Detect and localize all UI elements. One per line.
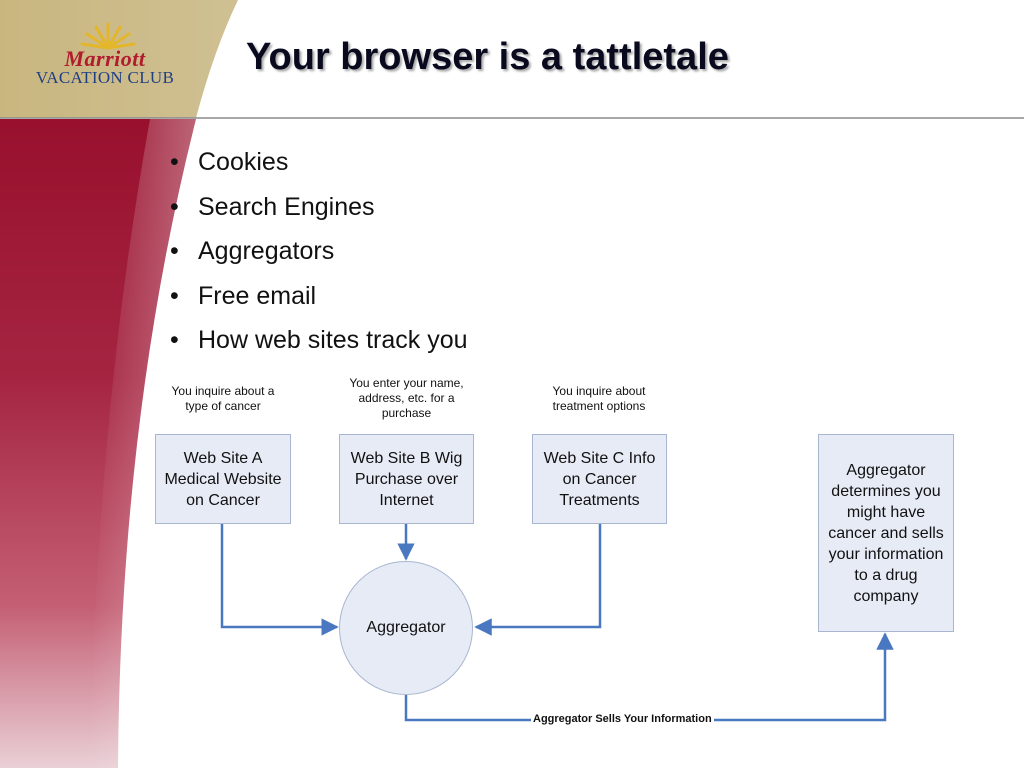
- box-web-site-c-label: Web Site C Info on Cancer Treatments: [543, 449, 656, 509]
- caption-site-a: You inquire about a type of cancer: [171, 384, 275, 413]
- left-red-swoosh-highlight: [90, 119, 196, 768]
- bullet-text: How web sites track you: [198, 326, 468, 354]
- bullet-list: •Cookies •Search Engines •Aggregators •F…: [170, 140, 468, 363]
- connector-site-a-to-aggregator: [220, 524, 339, 636]
- marriott-logo: Marriott VACATION CLUB: [30, 20, 180, 95]
- connector-site-c-to-aggregator: [474, 524, 602, 636]
- logo-sub-text: VACATION CLUB: [35, 68, 175, 87]
- box-aggregator-result: Aggregator determines you might have can…: [818, 434, 954, 632]
- box-web-site-c: Web Site C Info on Cancer Treatments: [532, 434, 667, 524]
- caption-site-b: You enter your name, address, etc. for a…: [349, 376, 464, 420]
- box-web-site-b-label: Web Site B Wig Purchase over Internet: [350, 449, 463, 509]
- logo-brand-text: Marriott: [64, 46, 146, 71]
- box-aggregator-result-label: Aggregator determines you might have can…: [828, 461, 944, 605]
- bullet-text: Aggregators: [198, 237, 335, 265]
- aggregator-circle: Aggregator: [339, 561, 473, 695]
- box-web-site-a: Web Site A Medical Website on Cancer: [155, 434, 291, 524]
- bullet-item: •How web sites track you: [170, 326, 468, 354]
- slide-title: Your browser is a tattletale: [246, 36, 729, 78]
- caption-site-c: You inquire about treatment options: [552, 384, 646, 413]
- header-white-panel: [196, 0, 1024, 118]
- box-web-site-b: Web Site B Wig Purchase over Internet: [339, 434, 474, 524]
- bullet-item: •Cookies: [170, 148, 289, 176]
- connector-aggregator-to-result: [404, 632, 894, 722]
- bullet-text: Free email: [198, 281, 317, 310]
- bullet-item: •Search Engines: [170, 192, 375, 221]
- bullet-text: Cookies: [198, 148, 289, 176]
- box-web-site-a-label: Web Site A Medical Website on Cancer: [164, 449, 282, 509]
- bullet-item: •Aggregators: [170, 237, 335, 265]
- sun-icon: [80, 22, 136, 50]
- sell-information-label: Aggregator Sells Your Information: [531, 713, 714, 725]
- bullet-text: Search Engines: [198, 192, 375, 221]
- bullet-item: •Free email: [170, 281, 317, 310]
- aggregator-label: Aggregator: [366, 619, 446, 636]
